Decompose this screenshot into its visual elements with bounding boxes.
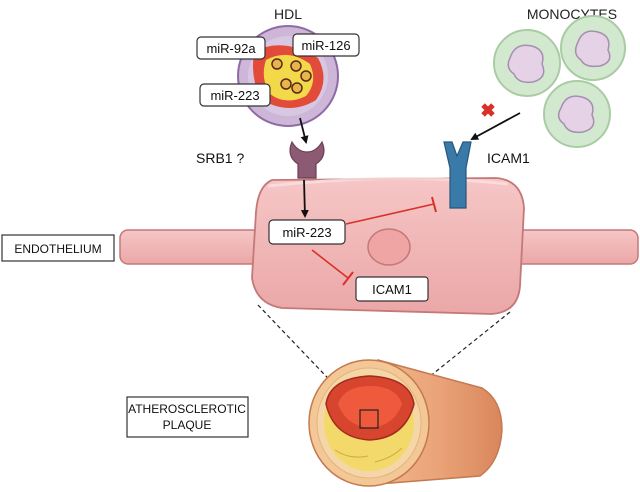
nucleus xyxy=(367,228,411,266)
mir223-cell-label: miR-223 xyxy=(282,225,331,240)
hdl-particle: HDL xyxy=(237,6,339,127)
zoom-line-left xyxy=(257,304,367,419)
neighbour-cell-left xyxy=(119,229,261,265)
mir223-hdl-label: miR-223 xyxy=(210,88,259,103)
plaque-label-line2: PLAQUE xyxy=(163,418,212,432)
mirna-dot xyxy=(291,82,303,94)
inhibit-icam1-expression xyxy=(311,249,354,286)
mir92a-box: miR-92a xyxy=(196,36,266,60)
mirna-dot xyxy=(290,60,302,72)
monocyte-cell xyxy=(560,15,626,81)
monocytes-group: MONOCYTES xyxy=(493,6,626,148)
srb1-label: SRB1 ? xyxy=(196,150,244,166)
mirna-dot xyxy=(271,58,283,70)
icam1-box: ICAM1 xyxy=(355,276,429,302)
monocyte-cell xyxy=(493,29,561,97)
mir92a-label: miR-92a xyxy=(206,41,256,56)
mir223-cell-box: miR-223 xyxy=(268,219,346,245)
srb1-to-mir223-arrow xyxy=(300,179,309,218)
endothelial-cell xyxy=(251,176,525,315)
red-cross-icon xyxy=(481,103,495,117)
mir223-hdl-box: miR-223 xyxy=(199,83,271,107)
endothelium-label: ENDOTHELIUM xyxy=(14,242,101,256)
mir126-label: miR-126 xyxy=(301,38,350,53)
artery-cross-section xyxy=(308,359,503,487)
mirna-dot xyxy=(300,70,312,82)
monocyte-to-icam1-arrow xyxy=(470,112,521,140)
zoom-square xyxy=(359,409,379,429)
endothelium-box: ENDOTHELIUM xyxy=(1,234,115,262)
hdl-to-srb1-arrow xyxy=(299,117,309,144)
icam1-box-label: ICAM1 xyxy=(372,282,412,297)
plaque-box: ATHEROSCLEROTIC PLAQUE xyxy=(126,396,249,438)
mir126-box: miR-126 xyxy=(292,33,360,57)
monocyte-cell xyxy=(543,80,611,148)
mirna-dot xyxy=(280,78,292,90)
inhibit-icam1-receptor xyxy=(345,196,437,225)
hdl-label: HDL xyxy=(274,6,302,22)
icam1-receptor: ICAM1 xyxy=(443,141,530,209)
plaque-label-line1: ATHEROSCLEROTIC xyxy=(128,402,246,416)
icam1-receptor-label: ICAM1 xyxy=(487,150,530,166)
srb1-receptor: SRB1 ? xyxy=(196,140,325,179)
